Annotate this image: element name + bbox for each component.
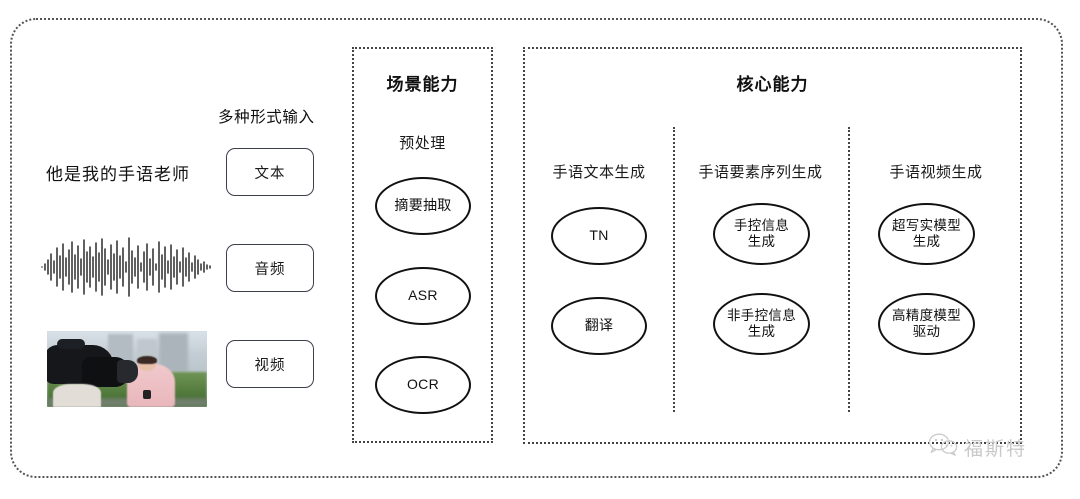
core-node-translation-label: 翻译 xyxy=(584,317,614,334)
core-node-nonmanual-info-line1: 非手控信息 xyxy=(727,307,796,323)
sample-text-value: 他是我的手语老师 xyxy=(46,165,190,184)
core-node-manual-info-label: 手控信息 生成 xyxy=(734,218,789,251)
scene-node-summary[interactable]: 摘要抽取 xyxy=(375,177,471,235)
scene-node-asr[interactable]: ASR xyxy=(375,267,471,325)
core-node-photoreal-model-line1: 超写实模型 xyxy=(892,217,961,233)
core-column-divider-1 xyxy=(673,127,675,412)
scene-node-ocr[interactable]: OCR xyxy=(375,356,471,414)
core-node-nonmanual-info-line2: 生成 xyxy=(747,324,776,339)
scene-node-ocr-label: OCR xyxy=(406,376,439,393)
core-node-highfidelity-drive-label: 高精度模型 驱动 xyxy=(892,308,961,341)
core-column-3-title: 手语视频生成 xyxy=(889,164,983,181)
modality-button-text-label: 文本 xyxy=(254,165,286,182)
core-node-highfidelity-drive-line2: 驱动 xyxy=(912,324,941,339)
scene-node-asr-label: ASR xyxy=(408,287,438,304)
core-column-1-title: 手语文本生成 xyxy=(552,164,646,181)
core-node-manual-info-line1: 手控信息 xyxy=(733,217,790,233)
core-node-translation[interactable]: 翻译 xyxy=(551,297,647,355)
core-column-divider-2 xyxy=(848,127,850,412)
video-thumbnail-icon xyxy=(47,331,207,407)
scene-capability-title: 场景能力 xyxy=(386,75,459,94)
modality-button-audio[interactable]: 音频 xyxy=(226,244,314,292)
modality-button-audio-label: 音频 xyxy=(254,261,286,278)
core-node-photoreal-model-label: 超写实模型 生成 xyxy=(892,218,961,251)
wechat-icon xyxy=(928,432,958,462)
scene-capability-panel: 场景能力 预处理 摘要抽取 ASR OCR xyxy=(352,47,493,443)
core-node-photoreal-model[interactable]: 超写实模型 生成 xyxy=(878,203,975,265)
modality-button-video[interactable]: 视频 xyxy=(226,340,314,388)
scene-group-title: 预处理 xyxy=(399,135,446,152)
watermark: 福斯特 xyxy=(928,432,1027,462)
audio-waveform-icon xyxy=(40,236,218,298)
core-node-tn[interactable]: TN xyxy=(551,207,647,265)
core-capability-panel: 核心能力 手语文本生成 TN 翻译 手语要素序列生成 手控信息 生成 非手控信息… xyxy=(523,47,1022,444)
watermark-text: 福斯特 xyxy=(964,438,1028,460)
core-capability-title: 核心能力 xyxy=(736,75,809,94)
core-column-2-title: 手语要素序列生成 xyxy=(698,164,823,181)
input-section-label: 多种形式输入 xyxy=(218,109,315,126)
modality-button-video-label: 视频 xyxy=(254,357,286,374)
modality-button-text[interactable]: 文本 xyxy=(226,148,314,196)
core-node-manual-info[interactable]: 手控信息 生成 xyxy=(713,203,810,265)
core-node-highfidelity-drive[interactable]: 高精度模型 驱动 xyxy=(878,293,975,355)
core-node-nonmanual-info[interactable]: 非手控信息 生成 xyxy=(713,293,810,355)
outer-frame xyxy=(10,18,1063,478)
core-node-tn-label: TN xyxy=(589,227,609,244)
core-node-nonmanual-info-label: 非手控信息 生成 xyxy=(727,308,796,341)
core-node-highfidelity-drive-line1: 高精度模型 xyxy=(892,307,961,323)
core-node-manual-info-line2: 生成 xyxy=(747,234,776,249)
scene-node-summary-label: 摘要抽取 xyxy=(394,197,452,214)
core-node-photoreal-model-line2: 生成 xyxy=(912,234,941,249)
